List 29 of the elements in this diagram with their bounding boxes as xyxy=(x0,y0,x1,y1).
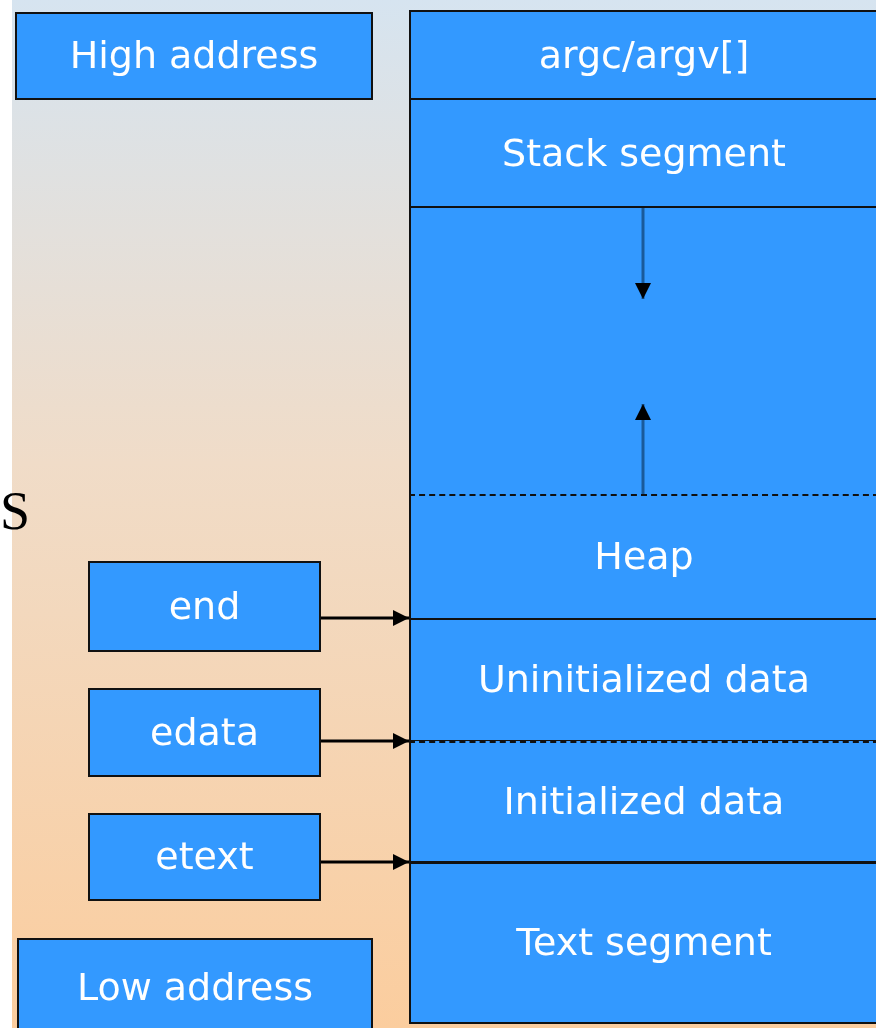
segment-label: Initialized data xyxy=(503,780,785,824)
segment-label: Uninitialized data xyxy=(477,658,811,702)
arrow xyxy=(321,733,409,749)
label-box xyxy=(88,688,321,777)
label-box xyxy=(15,12,373,100)
memory-segment xyxy=(409,862,876,1024)
arrow xyxy=(321,854,409,870)
arrow xyxy=(635,404,651,494)
label-box xyxy=(88,561,321,652)
segment-label: Stack segment xyxy=(502,132,786,176)
segment-label: High address xyxy=(69,34,319,78)
segment-label: Heap xyxy=(594,535,694,579)
memory-segment xyxy=(409,206,876,496)
memory-segment xyxy=(409,741,876,863)
memory-segment xyxy=(409,618,876,742)
memory-segment xyxy=(409,10,876,100)
memory-segment xyxy=(409,494,876,620)
arrow xyxy=(635,208,651,299)
memory-segment xyxy=(409,98,876,208)
label-box xyxy=(88,813,321,901)
segment-label: Text segment xyxy=(516,921,772,965)
segment-label: end xyxy=(168,584,241,629)
text-fragment: S xyxy=(0,480,31,542)
segment-label: Low address xyxy=(76,966,314,1010)
segment-label: argc/argv[] xyxy=(538,34,750,78)
segment-label: etext xyxy=(155,835,254,879)
label-box xyxy=(17,938,373,1028)
arrow xyxy=(321,610,409,626)
segment-label: edata xyxy=(150,710,259,755)
